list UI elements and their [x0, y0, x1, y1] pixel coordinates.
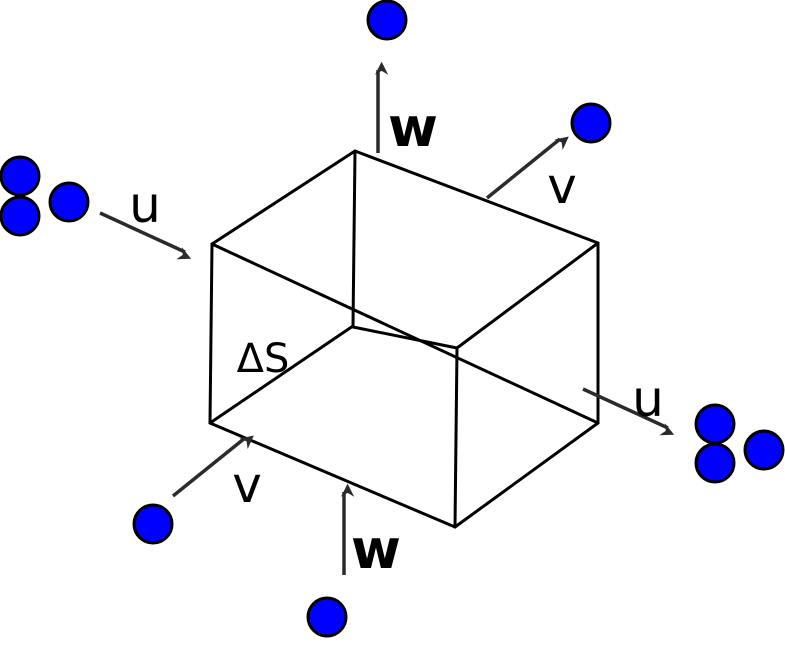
particle-icon	[132, 503, 174, 545]
particle-icon	[694, 403, 736, 445]
label-u-right: u	[632, 370, 664, 428]
labels: w v u u v w ΔS	[129, 96, 664, 581]
cube	[208, 149, 600, 529]
arrow-u-left	[99, 211, 192, 260]
label-w-bottom: w	[351, 518, 401, 581]
particle-icon	[743, 429, 785, 471]
label-u-left: u	[129, 176, 161, 234]
particle-icon	[570, 102, 612, 144]
flow-arrows	[99, 61, 675, 575]
particle-icon	[48, 181, 90, 223]
arrow-v-top	[485, 136, 569, 200]
particles	[0, 0, 785, 638]
label-area: ΔS	[237, 336, 290, 382]
arrow-u-right	[582, 387, 675, 436]
particle-icon	[0, 195, 41, 237]
label-v-top: v	[547, 157, 577, 215]
label-v-bottom: v	[232, 456, 262, 514]
particle-icon	[306, 596, 348, 638]
arrow-v-bottom	[171, 435, 254, 498]
particle-icon	[0, 155, 41, 197]
particle-icon	[366, 0, 408, 41]
particle-icon	[694, 442, 736, 484]
label-w-top: w	[388, 96, 438, 159]
